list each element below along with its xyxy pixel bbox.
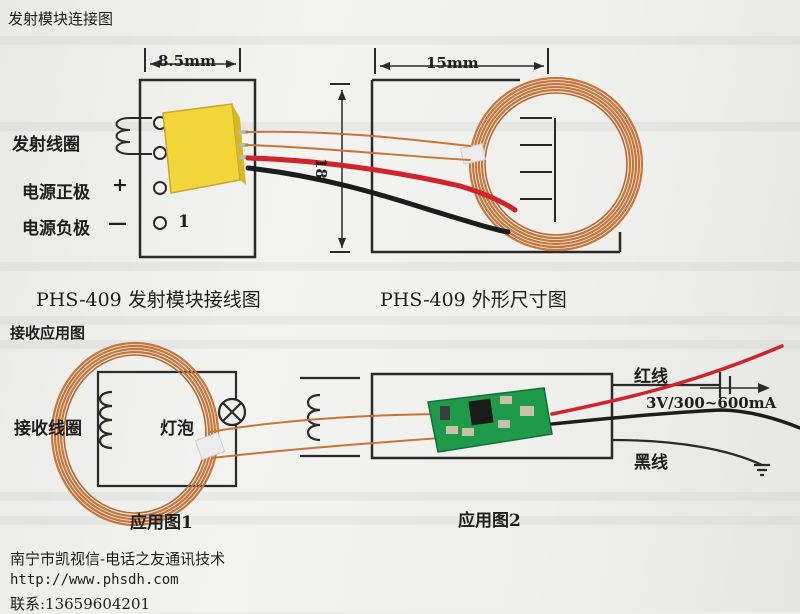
receiver-wires bbox=[209, 413, 441, 459]
height-dimension-label: 18 bbox=[312, 158, 330, 179]
wiring-diagram-drawing bbox=[115, 48, 257, 259]
figure-1-label: 应用图1 bbox=[130, 513, 193, 533]
application-2-drawing bbox=[300, 372, 770, 477]
length-dimension-label: 15mm bbox=[426, 54, 479, 72]
website-url: http://www.phsdh.com bbox=[10, 572, 179, 588]
output-wires bbox=[550, 344, 800, 430]
faint-text-line bbox=[0, 340, 800, 349]
faint-text-line bbox=[0, 36, 800, 45]
receiver-green-pcb bbox=[427, 387, 553, 453]
faint-text-line bbox=[0, 516, 800, 525]
receive-coil-label: 接收线圈 bbox=[14, 419, 82, 439]
application-section-title: 接收应用图 bbox=[10, 324, 86, 342]
red-wire-label: 红线 bbox=[634, 367, 668, 387]
faint-text-line bbox=[0, 262, 800, 271]
transmitter-wires bbox=[245, 130, 518, 235]
bulb-label: 灯泡 bbox=[160, 419, 194, 439]
minus-sign: — bbox=[108, 212, 127, 234]
wiring-caption: PHS-409 发射模块接线图 bbox=[36, 289, 261, 311]
figure-2-label: 应用图2 bbox=[458, 511, 521, 531]
application-1-drawing bbox=[96, 370, 247, 488]
dimension-diagram-drawing bbox=[330, 48, 622, 254]
pin-one-label: 1 bbox=[178, 212, 190, 232]
company-name: 南宁市凯视信-电话之友通讯技术 bbox=[10, 550, 226, 568]
transmitter-section-title: 发射模块连接图 bbox=[8, 10, 114, 28]
power-positive-label: 电源正极 bbox=[22, 183, 90, 203]
voltage-rating-label: 3V/300~600mA bbox=[646, 394, 777, 412]
faint-text-line bbox=[0, 492, 800, 501]
faint-text-line bbox=[0, 122, 800, 131]
contact-phone: 联系:13659604201 bbox=[10, 595, 151, 613]
power-negative-label: 电源负极 bbox=[22, 219, 90, 239]
plus-sign: + bbox=[112, 174, 128, 196]
dimension-caption: PHS-409 外形尺寸图 bbox=[380, 289, 567, 311]
faint-text-line bbox=[0, 316, 800, 325]
transmitter-copper-coil bbox=[468, 76, 644, 252]
width-dimension-label: 8.5mm bbox=[158, 52, 216, 70]
yellow-transmitter-module bbox=[162, 103, 248, 194]
transmit-coil-label: 发射线圈 bbox=[12, 135, 80, 155]
black-wire-label: 黑线 bbox=[634, 453, 668, 473]
coil-tape bbox=[194, 431, 226, 461]
